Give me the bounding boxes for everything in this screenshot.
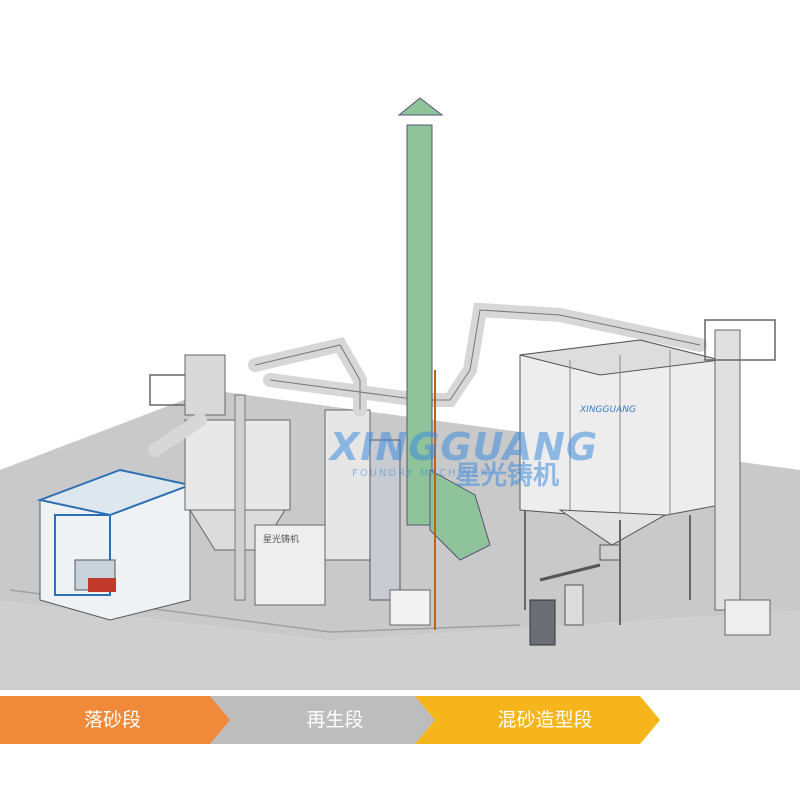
stage-regeneration-label: 再生段 (306, 709, 364, 731)
watermark-brand-cn: 星光铸机 (455, 461, 560, 491)
ground-front-edge (0, 600, 800, 690)
stage-arrow-molding (410, 696, 660, 744)
process-stage-bar: 落砂段 再生段 混砂造型段 (0, 696, 800, 744)
watermark-brand: XINGGUANG (330, 425, 599, 469)
right-riser (704, 319, 776, 636)
regeneration-unit: 星光铸机 (254, 409, 431, 626)
baghouse: XINGGUANG (519, 339, 721, 625)
stage-shakeout-label: 落砂段 (83, 709, 141, 731)
stage-molding-label: 混砂造型段 (497, 709, 593, 731)
elevator-tower (149, 354, 291, 601)
panel-logo: XINGGUANG (579, 405, 636, 415)
molding-machine (529, 563, 601, 646)
stage-arrow-shakeout (0, 696, 230, 744)
watermark-subtitle: FOUNDRY MACHINERY (352, 468, 497, 479)
cabinet-label: 星光铸机 (263, 533, 299, 545)
stage-arrow-regeneration (205, 696, 435, 744)
chimney (397, 97, 491, 630)
shakeout-booth (36, 468, 194, 621)
stage-arrows (0, 696, 660, 744)
foundry-plant-illustration: 星光铸机 XINGGUANG (0, 97, 800, 690)
